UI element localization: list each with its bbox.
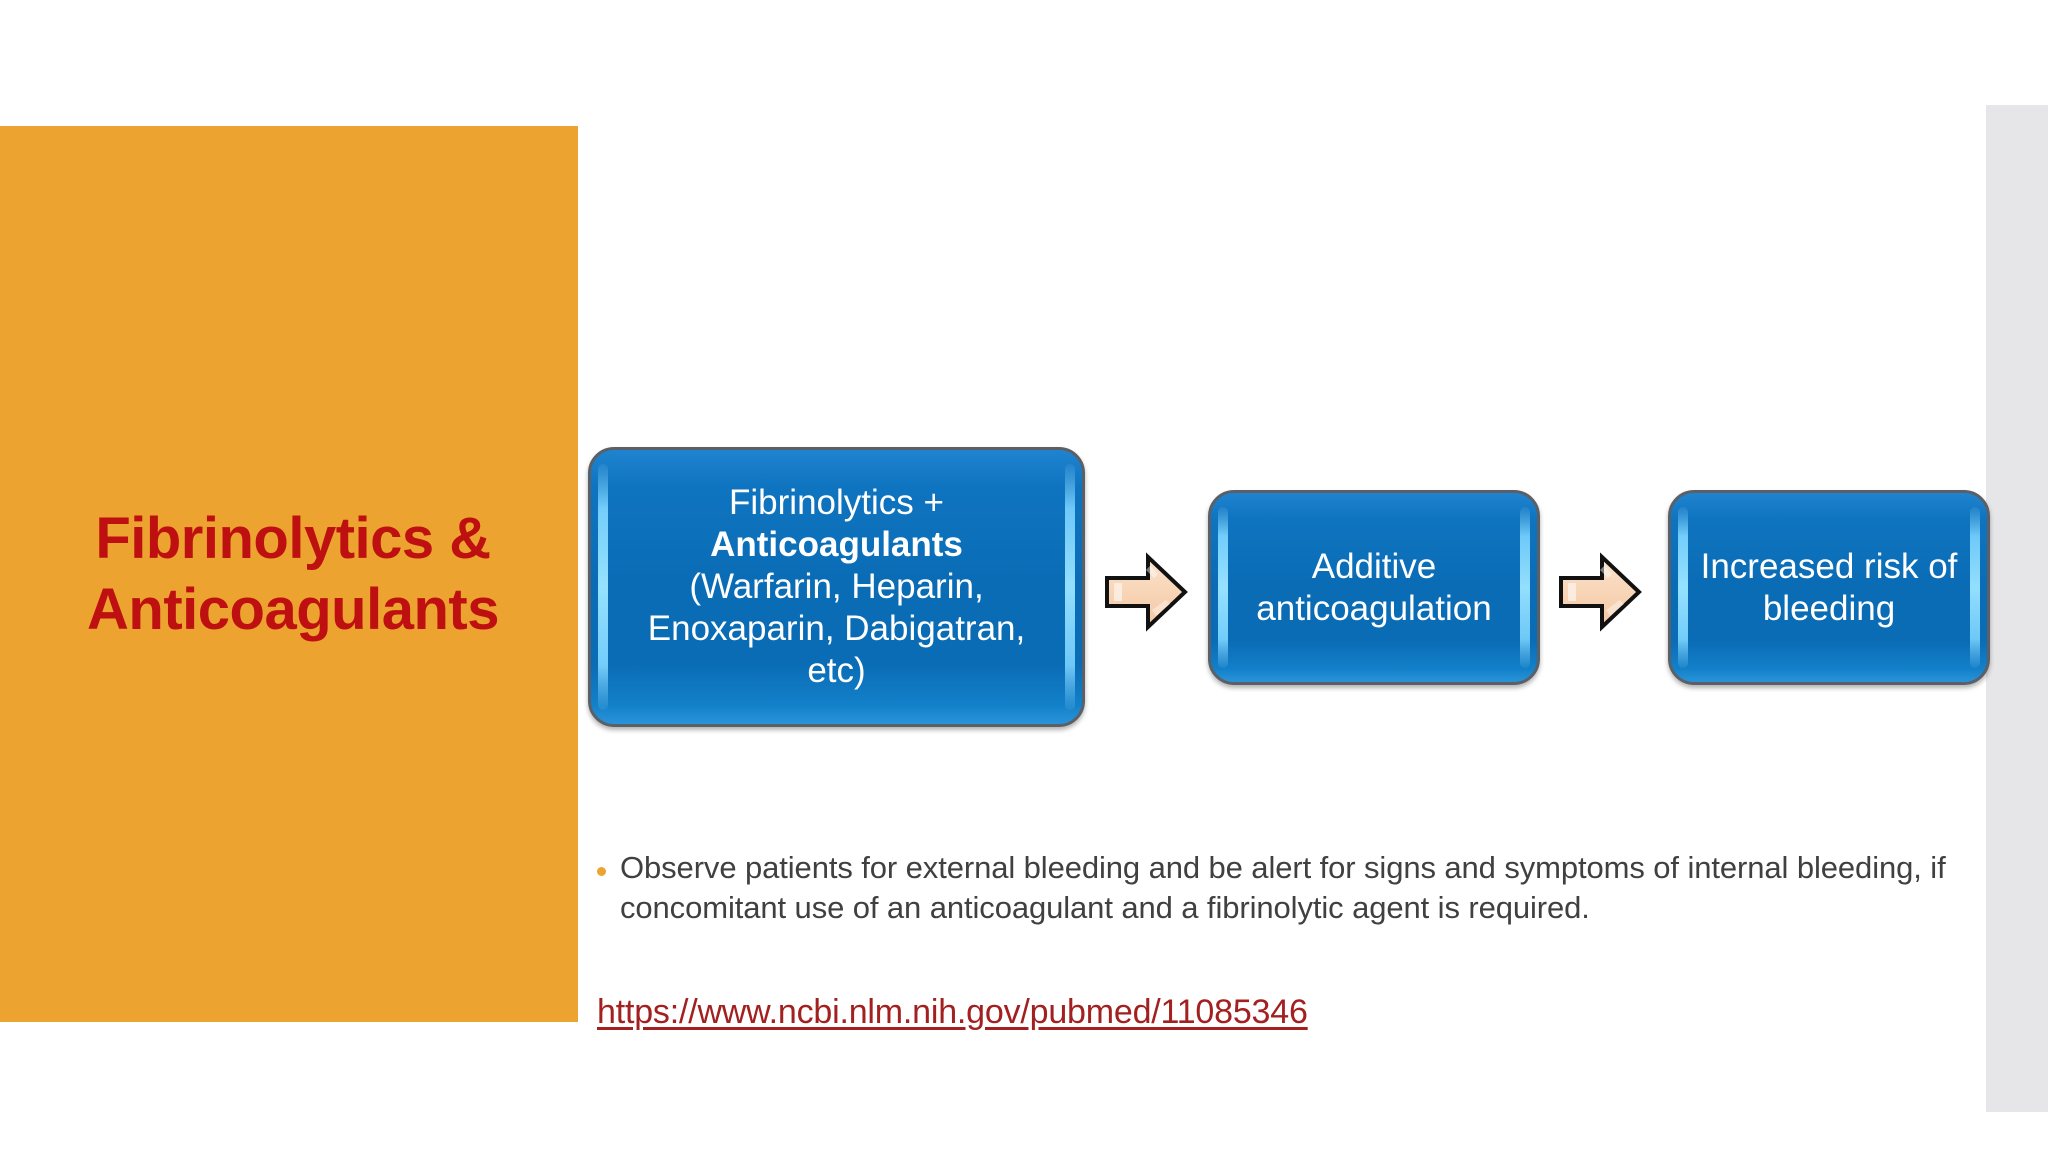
box2-line-2: anticoagulation <box>1256 588 1492 628</box>
box1-line-3: (Warfarin, Heparin, <box>689 567 984 606</box>
box1-line-1: Fibrinolytics + <box>729 483 944 522</box>
title-line-2: Anticoagulants <box>87 577 499 642</box>
box3-line-1: Increased risk of <box>1700 546 1958 586</box>
process-box-increased-risk-of-bleeding[interactable]: Increased risk of bleeding <box>1668 490 1990 685</box>
bullet-dot-icon <box>597 867 606 876</box>
box1-line-4: Enoxaparin, Dabigatran, <box>647 609 1026 648</box>
process-box-3-text: Increased risk of bleeding <box>1675 546 1984 630</box>
process-box-2-text: Additive anticoagulation <box>1230 546 1517 630</box>
bullet-text: Observe patients for external bleeding a… <box>620 850 1946 926</box>
right-arrow-icon <box>1104 552 1188 632</box>
right-arrow-icon <box>1558 552 1642 632</box>
process-box-additive-anticoagulation[interactable]: Additive anticoagulation <box>1208 490 1540 685</box>
page-title: Fibrinolytics & Anticoagulants <box>9 503 569 646</box>
reference-link[interactable]: https://www.ncbi.nlm.nih.gov/pubmed/1108… <box>597 993 1308 1031</box>
bullet-list-item: Observe patients for external bleeding a… <box>597 848 1987 929</box>
box2-line-1: Additive <box>1311 546 1437 586</box>
title-panel: Fibrinolytics & Anticoagulants <box>0 126 578 1022</box>
box1-line-5: etc) <box>807 651 866 690</box>
box3-line-2: bleeding <box>1762 588 1896 628</box>
process-box-fibrinolytics-anticoagulants[interactable]: Fibrinolytics + Anticoagulants (Warfarin… <box>588 447 1085 727</box>
box1-line-2: Anticoagulants <box>710 525 963 564</box>
title-line-1: Fibrinolytics & <box>95 505 491 571</box>
right-accent-strip <box>1986 105 2048 1112</box>
process-box-1-text: Fibrinolytics + Anticoagulants (Warfarin… <box>622 482 1051 692</box>
